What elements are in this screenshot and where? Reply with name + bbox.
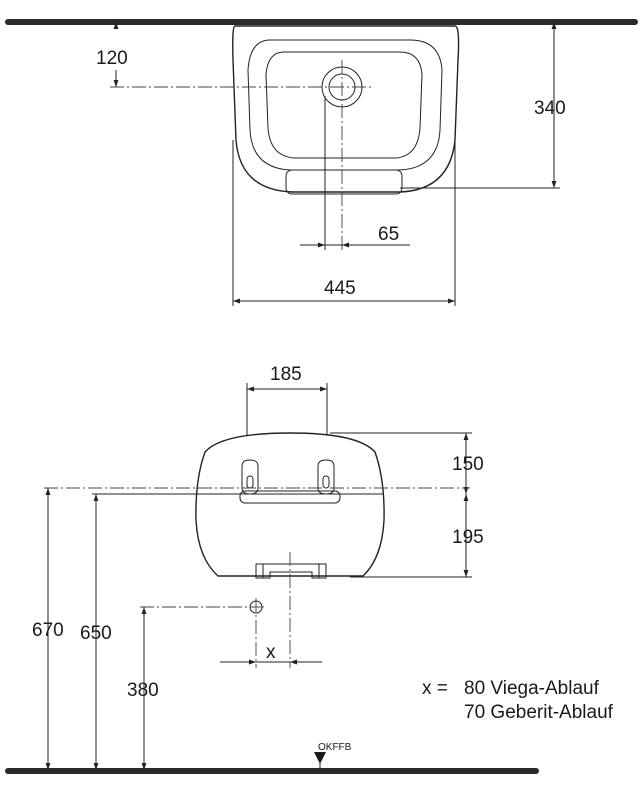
dim-650-label: 650 <box>80 623 112 644</box>
dim-380-label: 380 <box>127 680 159 701</box>
back-slot <box>239 490 341 504</box>
top-view: 120 340 65 445 <box>5 19 638 306</box>
dim-195-label: 195 <box>452 527 484 548</box>
basin-bowl-inner <box>265 51 423 159</box>
front-view: 185 150 195 <box>5 364 539 774</box>
legend-prefix: x = <box>422 678 448 699</box>
dim-445-label: 445 <box>324 278 356 299</box>
dim-120-label: 120 <box>96 48 128 69</box>
dim-340-label: 340 <box>534 98 566 119</box>
dim-x-label: x <box>266 642 276 663</box>
basin-body-front <box>195 432 385 577</box>
drain-outlet <box>255 563 327 579</box>
dim-150-label: 150 <box>452 454 484 475</box>
floor-label: OKFFB <box>318 742 352 753</box>
basin-bowl-outer <box>247 39 443 171</box>
basin-outline-top <box>232 25 460 193</box>
front-ledge <box>285 169 403 195</box>
legend: x = 80 Viega-Ablauf 70 Geberit-Ablauf <box>422 678 614 723</box>
dim-65-label: 65 <box>378 224 399 245</box>
dim-185-label: 185 <box>270 364 302 385</box>
legend-line-1: 80 Viega-Ablauf <box>464 678 600 699</box>
legend-line-2: 70 Geberit-Ablauf <box>464 702 614 723</box>
dim-670-label: 670 <box>32 620 64 641</box>
